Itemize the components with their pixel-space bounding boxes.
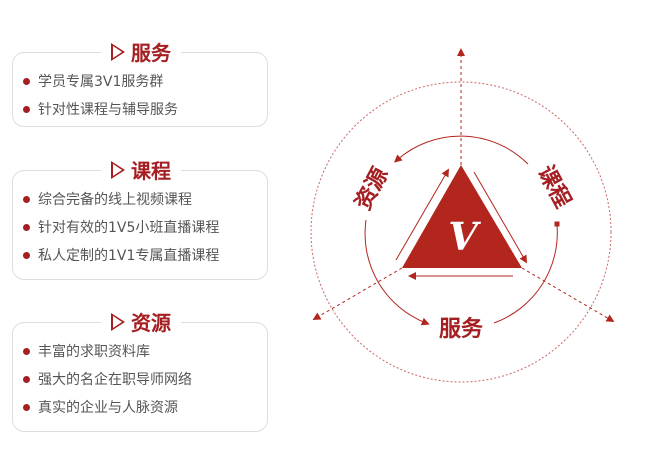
bullet-icon xyxy=(23,251,30,259)
triangle-arrows xyxy=(395,168,528,280)
list-item: 丰富的求职资料库 xyxy=(23,337,267,365)
label-resource: 资源 xyxy=(351,164,394,215)
bullet-icon xyxy=(23,403,30,411)
bullet-icon xyxy=(23,375,30,383)
inner-arcs xyxy=(364,135,560,326)
play-triangle-icon xyxy=(111,160,125,179)
bullet-icon xyxy=(23,195,30,203)
center-triangle xyxy=(402,165,522,268)
card-title: 资源 xyxy=(131,311,171,335)
bullet-icon xyxy=(23,223,30,231)
list-item: 私人定制的1V1专属直播课程 xyxy=(23,241,267,269)
list-item: 真实的企业与人脉资源 xyxy=(23,393,267,421)
bullet-icon xyxy=(23,77,30,85)
label-service: 服务 xyxy=(439,317,484,342)
list-item: 针对性课程与辅导服务 xyxy=(23,95,267,123)
center-letter: V xyxy=(448,214,481,259)
play-triangle-icon xyxy=(111,312,125,331)
card-course: 课程 综合完备的线上视频课程 针对有效的1V5小班直播课程 私人定制的1V1专属… xyxy=(12,155,268,280)
card-title: 服务 xyxy=(131,41,171,65)
card-title: 课程 xyxy=(131,159,171,183)
outer-dashed-circle xyxy=(310,81,612,383)
axis-lines xyxy=(312,48,615,323)
card-resource: 资源 丰富的求职资料库 强大的名企在职导师网络 真实的企业与人脉资源 xyxy=(12,307,268,432)
list-item: 综合完备的线上视频课程 xyxy=(23,185,267,213)
list-item: 强大的名企在职导师网络 xyxy=(23,365,267,393)
play-triangle-icon xyxy=(111,42,125,61)
list-item: 针对有效的1V5小班直播课程 xyxy=(23,213,267,241)
card-service: 服务 学员专属3V1服务群 针对性课程与辅导服务 xyxy=(12,37,268,127)
list-item: 学员专属3V1服务群 xyxy=(23,67,267,95)
label-course: 课程 xyxy=(532,162,575,213)
bullet-icon xyxy=(23,105,30,113)
bullet-icon xyxy=(23,347,30,355)
